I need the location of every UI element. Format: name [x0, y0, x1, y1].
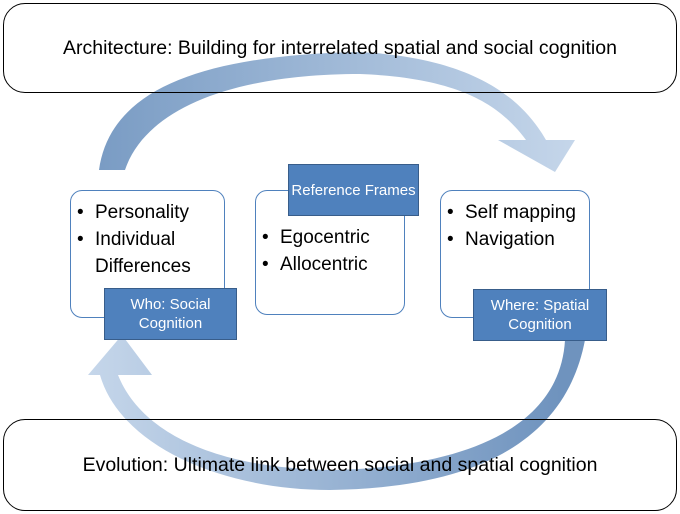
reference-frames-list: Egocentric Allocentric	[262, 224, 402, 278]
social-cognition-list: Personality Individual Differences	[77, 199, 222, 280]
social-cognition-label: Who: Social Cognition	[104, 288, 237, 340]
list-item: Self mapping	[447, 199, 587, 226]
bottom-banner-text: Evolution: Ultimate link between social …	[82, 453, 598, 476]
reference-frames-label-text: Reference Frames	[291, 181, 416, 199]
spatial-cognition-label: Where: Spatial Cognition	[473, 289, 607, 341]
spatial-cognition-list: Self mapping Navigation	[447, 199, 587, 253]
list-item: Personality	[77, 199, 222, 226]
list-item: Individual Differences	[77, 226, 222, 280]
bottom-banner: Evolution: Ultimate link between social …	[3, 419, 677, 511]
list-item: Navigation	[447, 226, 587, 253]
top-cycle-arrow	[99, 52, 575, 172]
list-item: Egocentric	[262, 224, 402, 251]
list-item: Allocentric	[262, 251, 402, 278]
top-banner: Architecture: Building for interrelated …	[3, 3, 677, 93]
social-cognition-label-text: Who: Social Cognition	[130, 296, 211, 332]
top-banner-text: Architecture: Building for interrelated …	[63, 36, 617, 59]
reference-frames-label: Reference Frames	[288, 164, 419, 216]
spatial-cognition-label-text: Where: Spatial Cognition	[490, 297, 590, 333]
